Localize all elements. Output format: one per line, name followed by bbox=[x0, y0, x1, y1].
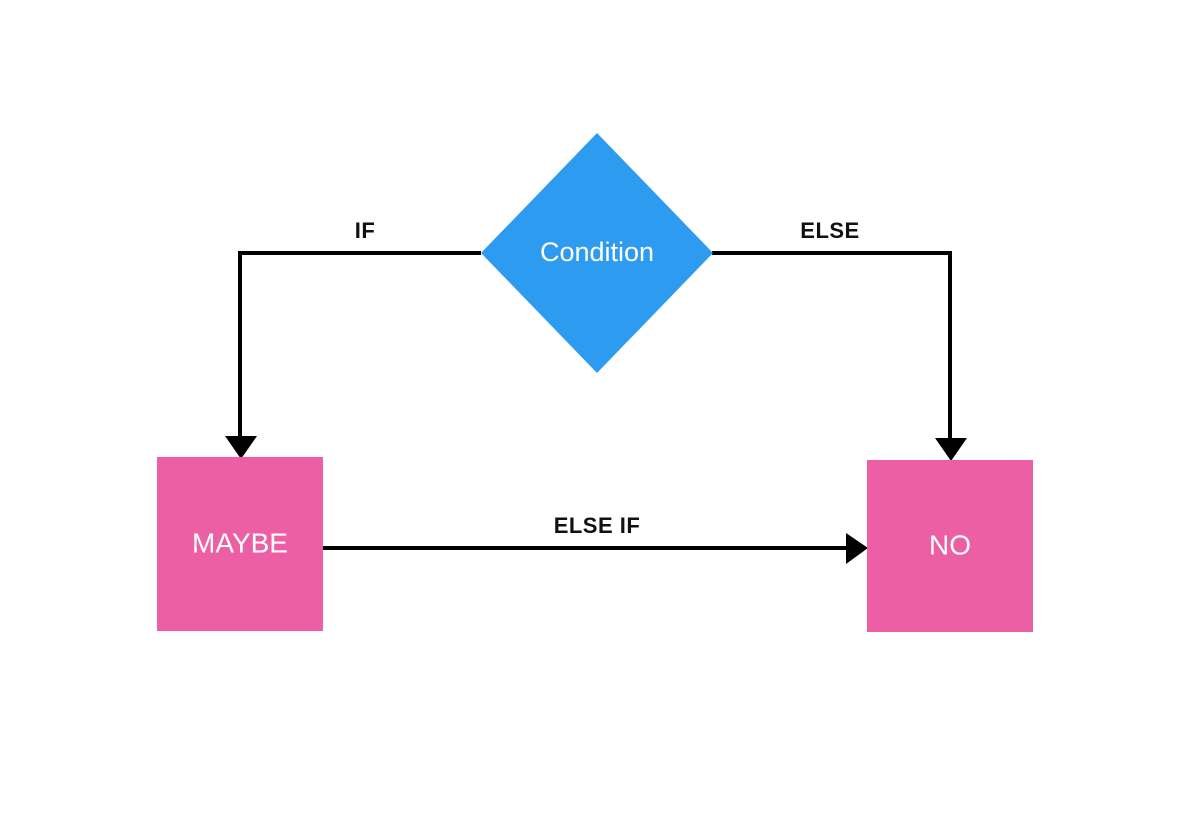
node-condition[interactable]: Condition bbox=[481, 133, 713, 373]
no-label: NO bbox=[929, 529, 971, 560]
edge-if[interactable] bbox=[225, 251, 481, 459]
edge-else-if[interactable] bbox=[323, 533, 868, 564]
no-rect-shape bbox=[867, 460, 1033, 632]
if-edge-line bbox=[238, 251, 481, 438]
maybe-label: MAYBE bbox=[192, 527, 288, 558]
else-arrowhead-icon bbox=[935, 438, 967, 461]
condition-diamond-shape bbox=[481, 133, 713, 373]
else-edge-line bbox=[712, 251, 952, 440]
condition-label: Condition bbox=[540, 237, 654, 267]
edge-label-if: IF bbox=[355, 218, 376, 243]
else-if-arrowhead-icon bbox=[846, 533, 868, 564]
if-arrowhead-icon bbox=[225, 436, 257, 459]
maybe-rect-shape bbox=[157, 457, 323, 631]
edge-label-else-if: ELSE IF bbox=[554, 513, 641, 538]
node-maybe[interactable]: MAYBE bbox=[157, 457, 323, 631]
edge-else[interactable] bbox=[712, 251, 967, 461]
edge-label-else: ELSE bbox=[800, 218, 859, 243]
node-no[interactable]: NO bbox=[867, 460, 1033, 632]
